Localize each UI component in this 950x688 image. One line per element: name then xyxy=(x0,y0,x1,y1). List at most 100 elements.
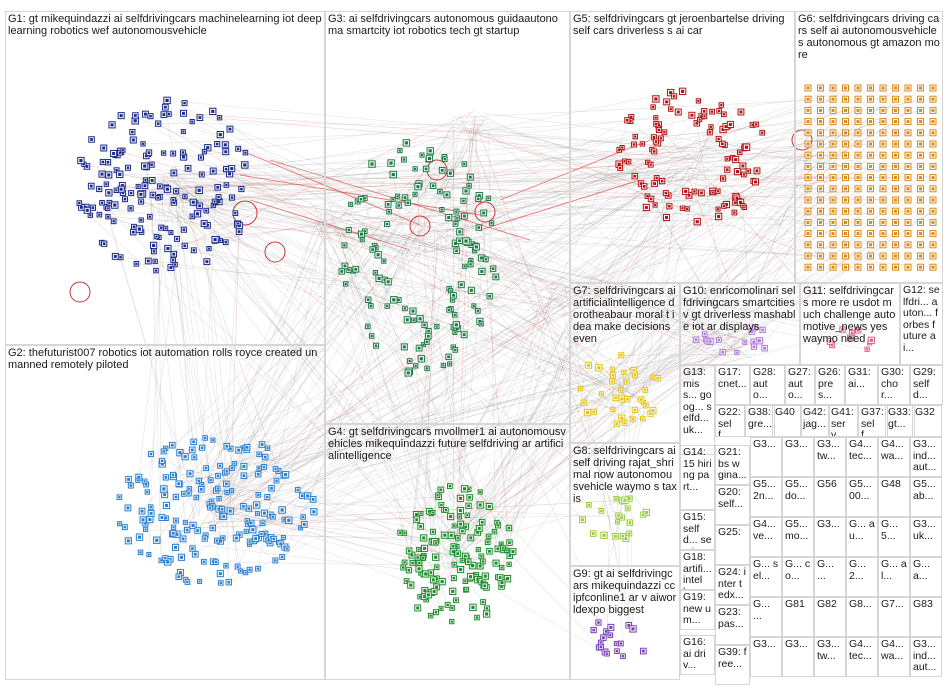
edge xyxy=(501,169,677,568)
node-fill xyxy=(129,484,133,487)
node-fill xyxy=(167,112,171,116)
node-fill xyxy=(149,505,152,509)
node-fill xyxy=(113,203,117,207)
small-group-label: G31: ai... xyxy=(848,366,874,390)
node-fill xyxy=(280,508,284,512)
edge xyxy=(92,207,402,244)
edge xyxy=(136,263,565,300)
node-fill xyxy=(85,165,89,168)
edge xyxy=(545,110,859,289)
edge xyxy=(220,166,809,493)
edge xyxy=(157,180,884,201)
small-group-label: G3... xyxy=(753,638,776,650)
node-fill xyxy=(139,551,142,554)
node-fill xyxy=(366,325,369,328)
edge xyxy=(469,131,616,537)
node-fill xyxy=(262,465,266,469)
edge xyxy=(606,409,612,654)
small-group-panel: G48 xyxy=(878,477,910,517)
node-fill xyxy=(217,497,221,500)
small-group-label: G5... 2n... xyxy=(753,478,779,502)
node-fill xyxy=(186,166,190,170)
node-fill xyxy=(369,304,373,308)
edge xyxy=(225,170,758,508)
edge xyxy=(483,112,896,167)
node-fill xyxy=(480,322,483,325)
edge xyxy=(175,186,196,555)
node-fill xyxy=(154,269,158,272)
edge xyxy=(183,182,626,501)
node-fill xyxy=(228,509,232,513)
edge xyxy=(167,248,741,333)
group-panel-g9: G9: gt ai selfdrivingcars mikequindazzi … xyxy=(570,566,680,680)
node-fill xyxy=(397,204,401,207)
edge xyxy=(107,208,443,558)
node-fill xyxy=(183,244,187,248)
node-fill xyxy=(287,518,291,522)
small-group-panel: G26: pres... xyxy=(815,365,845,405)
edge xyxy=(149,154,834,191)
small-group-label: G3... xyxy=(785,438,808,450)
node-fill xyxy=(219,581,222,585)
edge xyxy=(672,98,934,141)
node-fill xyxy=(359,197,363,201)
node-fill xyxy=(139,192,143,196)
node-fill xyxy=(191,120,194,123)
node-fill xyxy=(175,237,179,241)
edge xyxy=(215,506,503,583)
small-group-label: G81 xyxy=(785,598,805,610)
node-fill xyxy=(212,204,215,207)
edge xyxy=(317,143,643,217)
node-fill xyxy=(211,109,215,113)
node-fill xyxy=(249,521,253,525)
node-fill xyxy=(247,507,251,510)
edge xyxy=(230,158,701,449)
self-loop xyxy=(791,129,813,151)
edge xyxy=(601,171,671,511)
edge xyxy=(456,500,623,549)
node-fill xyxy=(453,313,456,316)
small-group-panel: G4... wa... xyxy=(878,437,910,477)
edge xyxy=(314,207,410,552)
edge xyxy=(180,188,242,195)
node-fill xyxy=(219,239,222,242)
node-fill xyxy=(166,246,170,251)
node-fill xyxy=(386,280,390,284)
node-fill xyxy=(242,474,246,478)
edge xyxy=(302,495,468,559)
node-fill xyxy=(263,455,267,459)
edge xyxy=(628,398,634,629)
small-group-panel: G40 xyxy=(772,405,802,437)
node-fill xyxy=(119,114,123,118)
edge xyxy=(167,100,696,151)
node-fill xyxy=(198,116,202,120)
small-group-label: G48 xyxy=(881,478,901,490)
node-fill xyxy=(199,156,203,159)
edge xyxy=(349,166,921,226)
edge xyxy=(664,132,690,163)
edge xyxy=(158,203,162,561)
edge xyxy=(742,205,751,322)
edge xyxy=(135,115,602,407)
node-fill xyxy=(494,275,498,279)
node-fill xyxy=(149,114,152,118)
node-fill xyxy=(171,531,175,535)
edge xyxy=(159,186,407,246)
node-fill xyxy=(440,208,443,211)
node-fill xyxy=(234,211,237,215)
node-fill xyxy=(174,495,178,499)
node-fill xyxy=(414,167,417,170)
node-fill xyxy=(443,158,446,161)
edge xyxy=(470,139,663,182)
edge xyxy=(182,152,348,233)
edge xyxy=(501,294,552,587)
edge xyxy=(364,198,450,570)
node-fill xyxy=(160,462,164,466)
node-fill xyxy=(402,158,406,161)
node-fill xyxy=(148,517,152,522)
edge xyxy=(630,329,859,387)
edge xyxy=(148,202,185,230)
node-fill xyxy=(263,532,267,535)
edge xyxy=(128,251,422,480)
